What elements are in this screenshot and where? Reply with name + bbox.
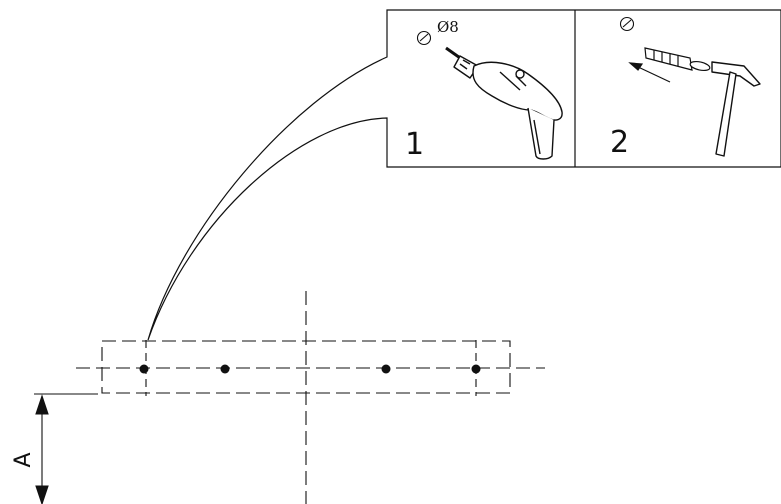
wall-plug-icon — [644, 47, 711, 72]
callout-panel — [147, 9, 781, 341]
arrow-icon — [35, 485, 49, 504]
clock-icon — [619, 16, 635, 32]
drill-icon — [445, 46, 563, 160]
step-1-number: 1 — [405, 127, 424, 162]
step-1: Ø8 1 — [405, 18, 563, 162]
arrow-icon — [35, 394, 49, 415]
dimension-label: A — [11, 452, 36, 467]
arrow-icon — [628, 62, 671, 83]
step-2-number: 2 — [610, 125, 629, 160]
mounting-template — [76, 291, 545, 504]
drill-hole — [220, 364, 230, 374]
drill-hole — [139, 364, 149, 374]
bracket-outline — [101, 340, 511, 394]
hammer-icon — [711, 61, 761, 157]
callout-frame — [147, 9, 781, 341]
drill-hole — [381, 364, 391, 374]
step-2: 2 — [610, 16, 761, 160]
dimension-a — [34, 393, 98, 504]
drill-hole — [471, 364, 481, 374]
drill-size-label: Ø8 — [437, 18, 459, 36]
clock-icon — [416, 30, 432, 46]
drill-holes — [139, 364, 481, 374]
